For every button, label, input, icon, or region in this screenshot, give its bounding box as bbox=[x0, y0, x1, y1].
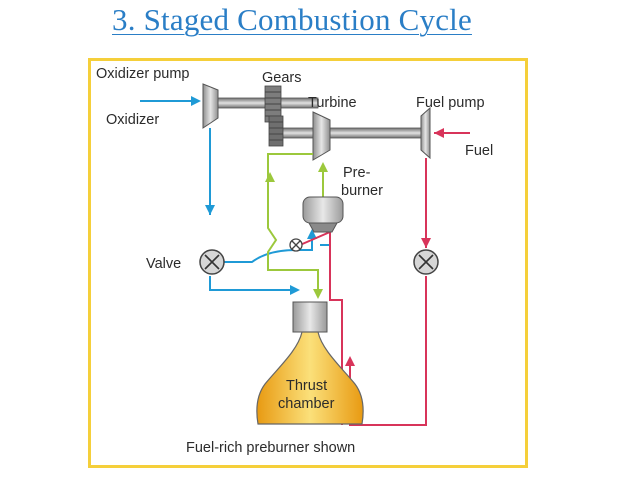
fuel-shaft bbox=[279, 127, 431, 139]
slide-title: 3. Staged Combustion Cycle bbox=[112, 2, 472, 37]
injector-head bbox=[292, 301, 328, 333]
gears-icon bbox=[264, 85, 284, 147]
preburner-valve-icon bbox=[289, 238, 303, 252]
preburner-arrowheads bbox=[265, 162, 328, 299]
turbine-label: Turbine bbox=[308, 95, 357, 111]
thrust-chamber bbox=[256, 331, 364, 425]
turbine bbox=[312, 111, 331, 161]
oxidizer-label: Oxidizer bbox=[106, 112, 159, 128]
oxidizer-valve-icon bbox=[199, 249, 225, 275]
thrust-chamber-label-line2: chamber bbox=[278, 396, 335, 412]
oxidizer-pump bbox=[202, 83, 219, 129]
oxidizer-arrowheads bbox=[191, 96, 317, 295]
fuel-pump bbox=[420, 106, 431, 160]
preburner-label-line2: burner bbox=[341, 183, 383, 199]
fuel-pump-label: Fuel pump bbox=[416, 95, 485, 111]
preburner bbox=[302, 196, 344, 233]
preburner-label-line1: Pre- bbox=[343, 165, 371, 181]
valve-label: Valve bbox=[146, 256, 181, 272]
fuel-label: Fuel bbox=[465, 143, 493, 159]
gears-label: Gears bbox=[262, 70, 302, 86]
oxidizer-pump-label: Oxidizer pump bbox=[96, 66, 189, 82]
fuel-valve-icon bbox=[413, 249, 439, 275]
fuel-arrowheads bbox=[345, 128, 444, 366]
thrust-chamber-label-line1: Thrust bbox=[286, 378, 327, 394]
diagram-caption: Fuel-rich preburner shown bbox=[186, 440, 355, 456]
